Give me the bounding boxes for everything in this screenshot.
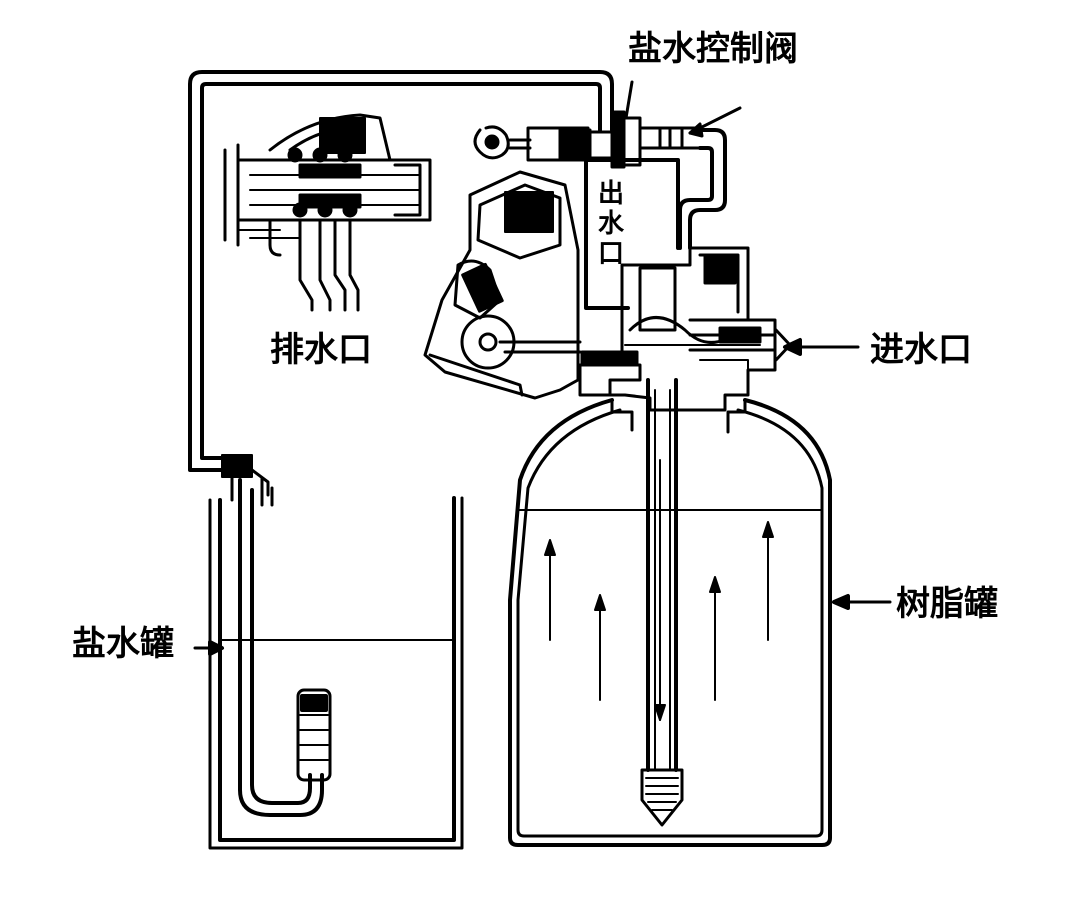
outlet-pipe xyxy=(584,128,727,310)
inlet-arrow xyxy=(783,338,860,356)
label-water-inlet: 进水口 xyxy=(870,330,972,370)
label-brine-tank: 盐水罐 xyxy=(72,624,174,664)
drain-valve-assembly xyxy=(223,113,432,312)
label-water-outlet: 出水口 xyxy=(597,179,624,269)
resin-tank xyxy=(508,378,832,847)
brine-tank xyxy=(208,454,464,850)
control-head xyxy=(423,170,582,400)
label-drain-outlet: 排水口 xyxy=(270,330,372,370)
brine-control-valve xyxy=(473,80,742,169)
main-valve-body xyxy=(578,246,792,412)
leader-arrows xyxy=(193,594,892,656)
brine-pipe xyxy=(188,70,614,472)
label-brine-control-valve: 盐水控制阀 xyxy=(628,29,798,69)
label-resin-tank: 树脂罐 xyxy=(896,584,998,624)
